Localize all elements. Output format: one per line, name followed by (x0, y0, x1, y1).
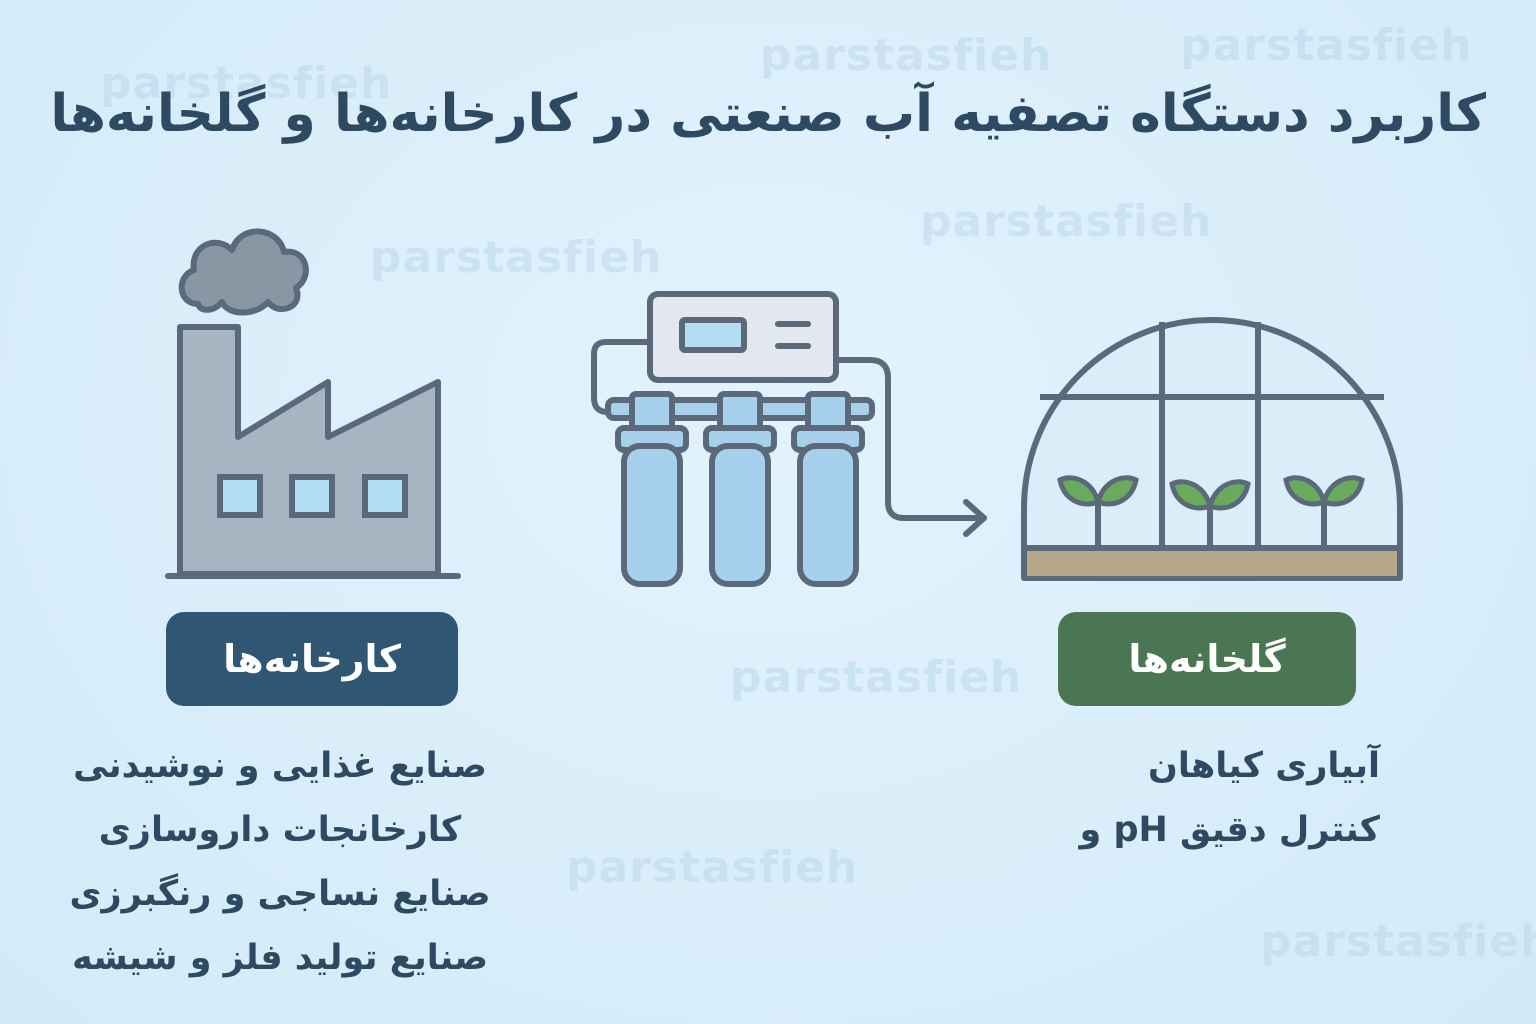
factory-window (217, 474, 263, 518)
watermark: parstasfieh (1180, 20, 1473, 71)
watermark: parstasfieh (920, 196, 1213, 247)
sprout-icon (1283, 475, 1365, 548)
greenhouse-applications-list: آبیاری کیاهان کنترل دقیق pH و (1040, 734, 1380, 862)
greenhouse-icon (1021, 317, 1403, 581)
watermark: parstasfieh (760, 30, 1053, 81)
factory-icon (165, 228, 461, 579)
factory-applications-list: صنایع غذایی و نوشیدنی کارخانجات داروسازی… (40, 734, 520, 990)
watermark: parstasfieh (730, 652, 1023, 703)
list-item: صنایع تولید فلز و شیشه (71, 938, 489, 978)
greenhouses-badge: گلخانه‌ها (1058, 612, 1356, 706)
list-item: صنایع نساجی و رنگبرزی (69, 874, 491, 914)
list-item: کارخانجات داروسازی (98, 810, 462, 850)
arrow-right-icon (963, 499, 987, 537)
factory-window (362, 474, 408, 518)
sprout-icon (1169, 479, 1251, 548)
filter-cartridge (791, 391, 865, 587)
sprout-icon (1057, 475, 1139, 548)
smoke-cloud-icon (178, 228, 309, 316)
filter-cartridge (703, 391, 777, 587)
soil (1027, 548, 1397, 576)
display-screen (679, 317, 747, 353)
control-panel (647, 291, 839, 383)
watermark: parstasfieh (100, 58, 393, 109)
list-item: صنایع غذایی و نوشیدنی (73, 746, 487, 786)
water-filter-icon (591, 291, 987, 587)
watermark: parstasfieh (1260, 916, 1536, 967)
list-item: کنترل دقیق pH و (1079, 810, 1380, 850)
page-title: کاربرد دستگاه تصفیه آب صنعتی در کارخانه‌… (50, 84, 1486, 144)
list-item: آبیاری کیاهان (1147, 746, 1380, 786)
watermark: parstasfieh (370, 232, 663, 283)
factories-badge: کارخانه‌ها (166, 612, 458, 706)
filter-cartridge (615, 391, 689, 587)
watermark: parstasfieh (566, 842, 859, 893)
factory-window (289, 474, 335, 518)
